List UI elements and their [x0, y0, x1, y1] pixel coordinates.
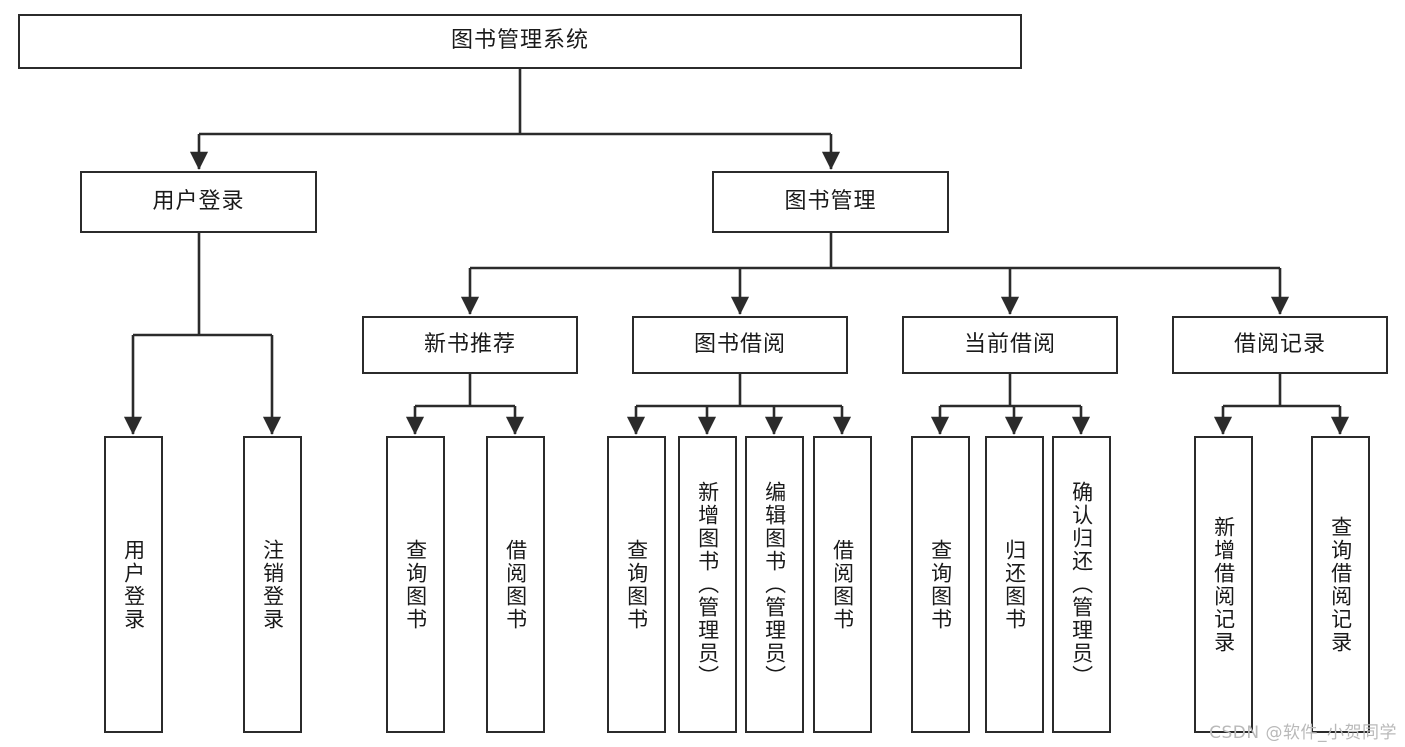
node-leaf-add-record-label: 新增借阅记录: [1211, 515, 1236, 654]
node-root[interactable]: 图书管理系统: [18, 14, 1022, 69]
node-leaf-add-record[interactable]: 新增借阅记录: [1194, 436, 1253, 733]
node-leaf-user-login[interactable]: 用户登录: [104, 436, 163, 733]
node-leaf-borrow-book-rec-label: 借阅图书: [503, 538, 528, 631]
node-leaf-return-book-label: 归还图书: [1002, 538, 1027, 631]
node-current-borrow-label: 当前借阅: [963, 331, 1056, 357]
node-new-book-rec-label: 新书推荐: [423, 331, 516, 357]
node-user-login[interactable]: 用户登录: [80, 171, 317, 233]
node-leaf-query-book-borrow-label: 查询图书: [624, 538, 649, 631]
node-leaf-query-record-label: 查询借阅记录: [1328, 515, 1353, 654]
node-leaf-borrow-book[interactable]: 借阅图书: [813, 436, 872, 733]
node-leaf-query-record[interactable]: 查询借阅记录: [1311, 436, 1370, 733]
node-book-manage-label: 图书管理: [784, 188, 877, 214]
node-new-book-rec[interactable]: 新书推荐: [362, 316, 578, 374]
node-leaf-confirm-return-label: 确认归还（管理员）: [1069, 481, 1094, 688]
node-leaf-add-book-label: 新增图书（管理员）: [695, 481, 720, 688]
node-leaf-borrow-book-rec[interactable]: 借阅图书: [486, 436, 545, 733]
node-leaf-query-book-rec-label: 查询图书: [403, 538, 428, 631]
node-leaf-edit-book[interactable]: 编辑图书（管理员）: [745, 436, 804, 733]
node-borrow-record-label: 借阅记录: [1233, 331, 1326, 357]
node-leaf-return-book[interactable]: 归还图书: [985, 436, 1044, 733]
node-borrow-record[interactable]: 借阅记录: [1172, 316, 1388, 374]
node-book-borrow-label: 图书借阅: [693, 331, 786, 357]
node-leaf-edit-book-label: 编辑图书（管理员）: [762, 481, 787, 688]
node-book-borrow[interactable]: 图书借阅: [632, 316, 848, 374]
node-leaf-add-book[interactable]: 新增图书（管理员）: [678, 436, 737, 733]
node-leaf-confirm-return[interactable]: 确认归还（管理员）: [1052, 436, 1111, 733]
node-leaf-query-book-cur[interactable]: 查询图书: [911, 436, 970, 733]
node-root-label: 图书管理系统: [450, 28, 589, 54]
node-current-borrow[interactable]: 当前借阅: [902, 316, 1118, 374]
node-book-manage[interactable]: 图书管理: [712, 171, 949, 233]
node-leaf-borrow-book-label: 借阅图书: [830, 538, 855, 631]
node-leaf-logout[interactable]: 注销登录: [243, 436, 302, 733]
node-user-login-label: 用户登录: [152, 188, 245, 214]
node-leaf-logout-label: 注销登录: [260, 538, 285, 631]
node-leaf-query-book-rec[interactable]: 查询图书: [386, 436, 445, 733]
node-leaf-query-book-cur-label: 查询图书: [928, 538, 953, 631]
node-leaf-user-login-label: 用户登录: [121, 538, 146, 631]
csdn-watermark: CSDN @软件_小贺同学: [1209, 723, 1397, 743]
node-leaf-query-book-borrow[interactable]: 查询图书: [607, 436, 666, 733]
